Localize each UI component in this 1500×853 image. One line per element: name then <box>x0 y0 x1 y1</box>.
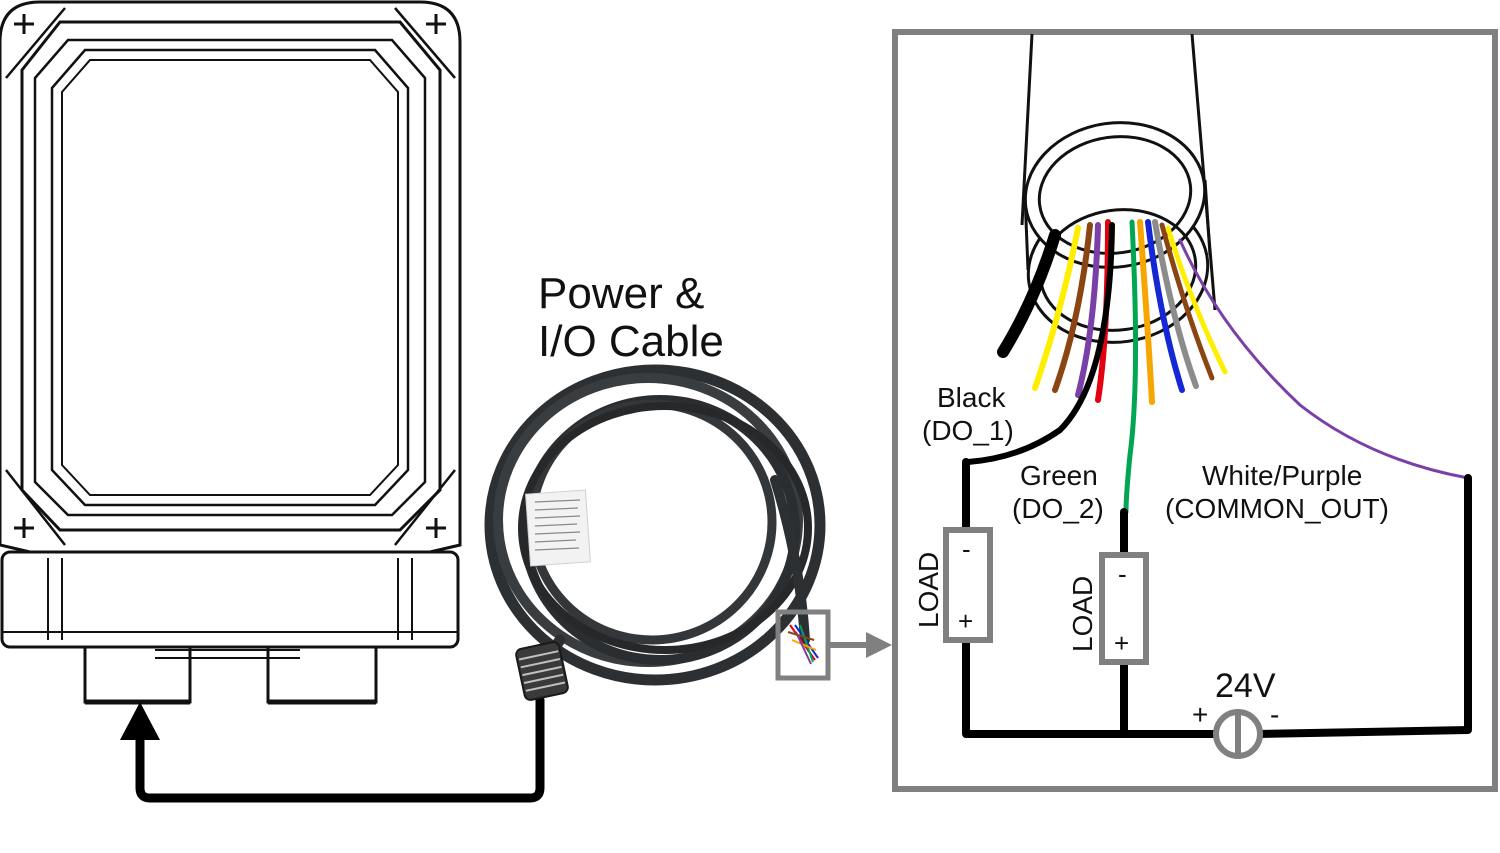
m12-connector <box>515 641 569 701</box>
label-white-purple-name: White/Purple <box>1202 460 1362 491</box>
zoom-frame <box>892 29 1498 792</box>
zoom-arrow <box>830 632 892 658</box>
load-2-minus: - <box>1118 559 1127 589</box>
load-2-plus: + <box>1114 628 1129 658</box>
cable-coil <box>484 364 826 696</box>
label-black-name: Black <box>937 382 1006 413</box>
wire-bundle <box>965 219 1470 515</box>
load-2-label: LOAD <box>1067 576 1098 652</box>
label-white-purple-signal: (COMMON_OUT) <box>1165 493 1389 524</box>
wire-black-stub <box>997 229 1061 358</box>
load-2: - + LOAD <box>1067 552 1149 665</box>
label-green-signal: (DO_2) <box>1012 493 1104 524</box>
supply-minus: - <box>1270 699 1279 730</box>
label-black-signal: (DO_1) <box>922 415 1014 446</box>
supply-plus: + <box>1192 699 1208 730</box>
load-1-minus: - <box>962 534 971 564</box>
load-1: - + LOAD <box>913 527 993 643</box>
circuit <box>962 458 1472 738</box>
cable-end-highlight <box>775 609 831 681</box>
cable-title-line2: I/O Cable <box>538 317 724 366</box>
load-1-label: LOAD <box>913 552 944 628</box>
supply-voltage: 24V <box>1215 667 1276 705</box>
sensor-device <box>0 0 462 705</box>
load-1-plus: + <box>958 606 973 636</box>
label-green-name: Green <box>1020 460 1098 491</box>
cable-title-line1: Power & <box>538 269 704 318</box>
connection-arrow <box>120 695 545 803</box>
screw-icon <box>14 14 446 538</box>
arrow-up-icon <box>120 702 160 740</box>
cable-label-tag <box>525 489 591 567</box>
power-supply: 24V + - <box>1192 667 1279 759</box>
